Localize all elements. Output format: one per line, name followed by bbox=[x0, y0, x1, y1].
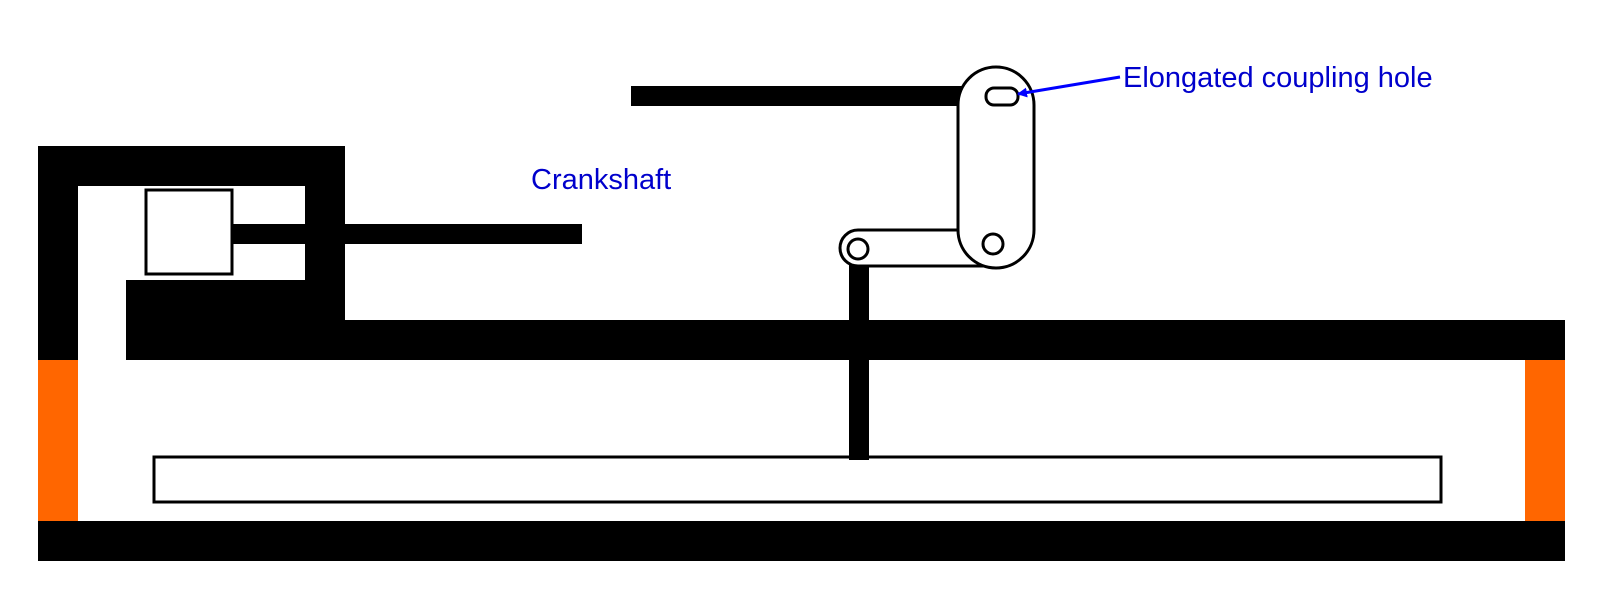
deck-bar bbox=[126, 320, 1565, 360]
top-bar bbox=[631, 86, 994, 106]
coupling-hole-label: Elongated coupling hole bbox=[1123, 62, 1433, 94]
housing-floor-block bbox=[126, 280, 345, 325]
vertical-pushrod bbox=[849, 255, 869, 460]
right-orange-block bbox=[1525, 360, 1565, 521]
rocker-lever bbox=[956, 65, 1036, 270]
piston-block bbox=[144, 188, 234, 276]
housing-top bbox=[38, 146, 345, 186]
crankshaft-rod bbox=[232, 224, 582, 244]
base-bar bbox=[38, 521, 1565, 561]
link-pivot-hole bbox=[846, 237, 870, 261]
coupling-hole-arrow bbox=[1017, 75, 1121, 98]
left-orange-block bbox=[38, 360, 78, 521]
crankshaft-label: Crankshaft bbox=[531, 164, 671, 196]
elongated-coupling-hole bbox=[984, 86, 1020, 107]
lever-pivot-hole bbox=[981, 232, 1005, 256]
bottom-slot bbox=[152, 455, 1443, 504]
